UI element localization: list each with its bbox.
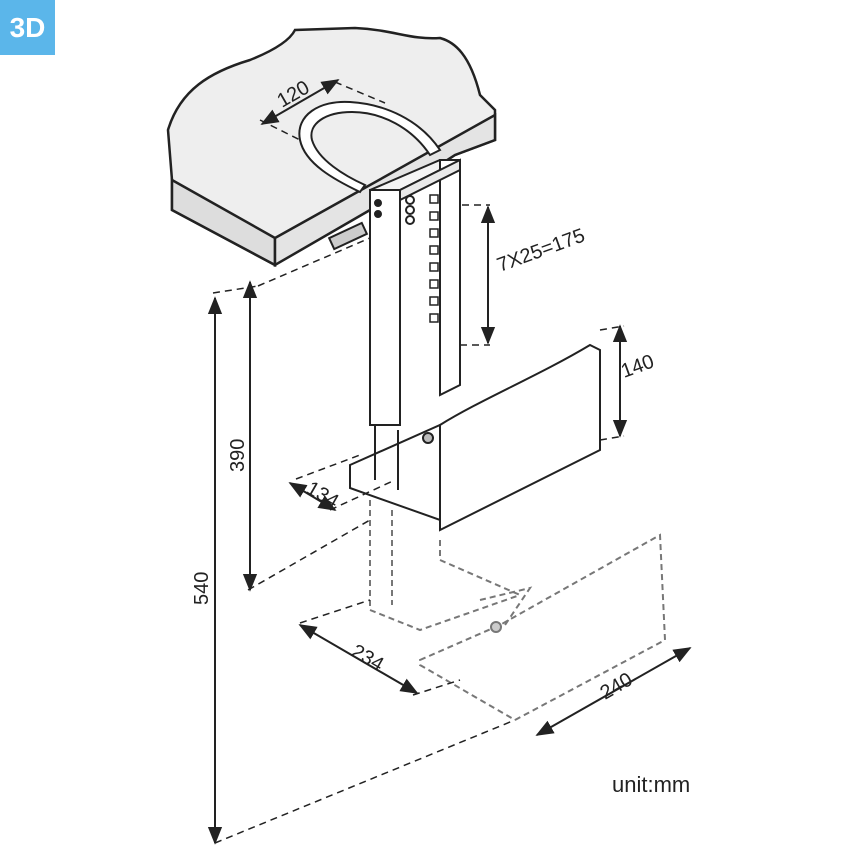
dim-label-390: 390 (227, 439, 249, 472)
dim-label-540: 540 (191, 572, 213, 605)
dim-label-140: 140 (618, 351, 657, 383)
dim-label-adjust-range: 7X25=175 (494, 225, 588, 277)
clamp-bolt (327, 221, 369, 251)
dim-label-234: 234 (348, 640, 388, 676)
adjustment-holes (429, 194, 439, 323)
clamp-strap (298, 100, 442, 194)
3d-badge: 3D (0, 0, 55, 55)
pc-holder (349, 343, 601, 532)
vertical-column (369, 158, 461, 426)
unit-label: unit:mm (612, 772, 691, 797)
dim-label-240: 240 (597, 669, 637, 705)
dimension-arrows (207, 79, 692, 845)
pc-holder-extended (369, 500, 667, 722)
